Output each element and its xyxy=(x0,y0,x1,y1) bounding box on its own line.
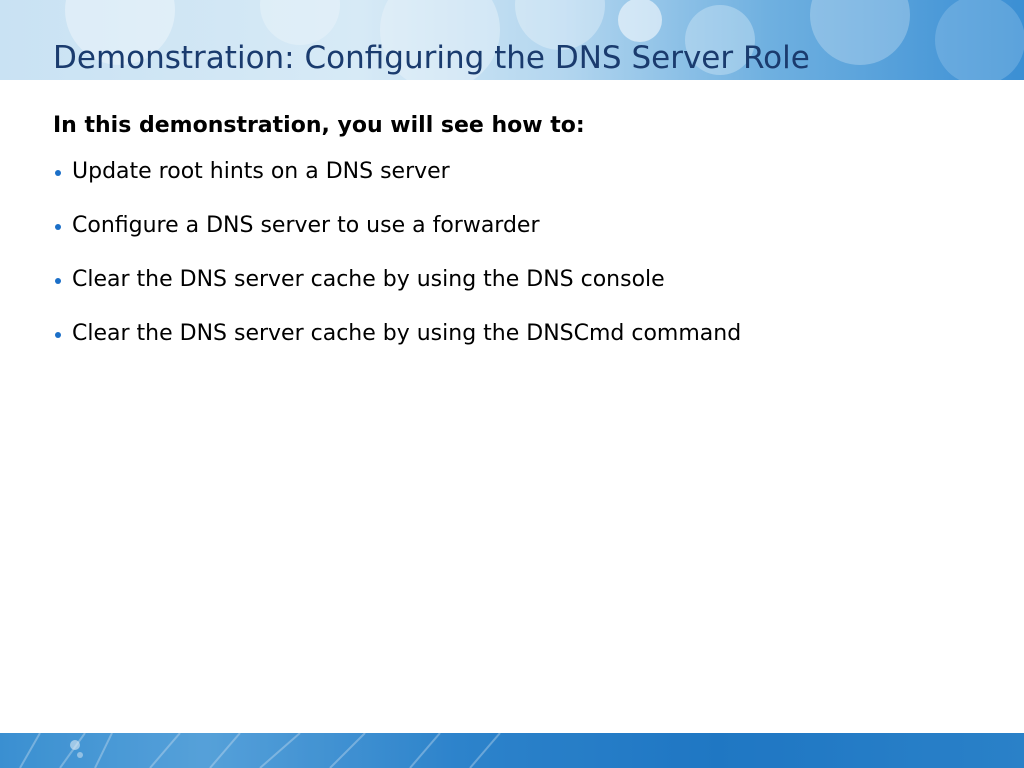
bullet-text: Configure a DNS server to use a forwarde… xyxy=(72,213,540,238)
bullet-item: Clear the DNS server cache by using the … xyxy=(53,264,832,296)
bullet-list: Update root hints on a DNS server Config… xyxy=(53,156,953,350)
slide-title: Demonstration: Configuring the DNS Serve… xyxy=(53,40,810,76)
slide-content: In this demonstration, you will see how … xyxy=(53,110,953,372)
bullet-dot-icon xyxy=(55,332,61,338)
header-banner: Demonstration: Configuring the DNS Serve… xyxy=(0,0,1024,80)
bullet-text: Clear the DNS server cache by using the … xyxy=(72,267,665,292)
footer-fiber-decoration xyxy=(0,733,1024,768)
bullet-dot-icon xyxy=(55,170,61,176)
bullet-item: Update root hints on a DNS server xyxy=(53,156,832,188)
header-bokeh-decoration xyxy=(65,0,1024,80)
bullet-text: Update root hints on a DNS server xyxy=(72,159,450,184)
bullet-item: Clear the DNS server cache by using the … xyxy=(53,318,832,350)
bullet-item: Configure a DNS server to use a forwarde… xyxy=(53,210,832,242)
bullet-dot-icon xyxy=(55,224,61,230)
intro-heading: In this demonstration, you will see how … xyxy=(53,113,585,138)
footer-banner xyxy=(0,733,1024,768)
bullet-text: Clear the DNS server cache by using the … xyxy=(72,321,742,346)
bullet-dot-icon xyxy=(55,278,61,284)
